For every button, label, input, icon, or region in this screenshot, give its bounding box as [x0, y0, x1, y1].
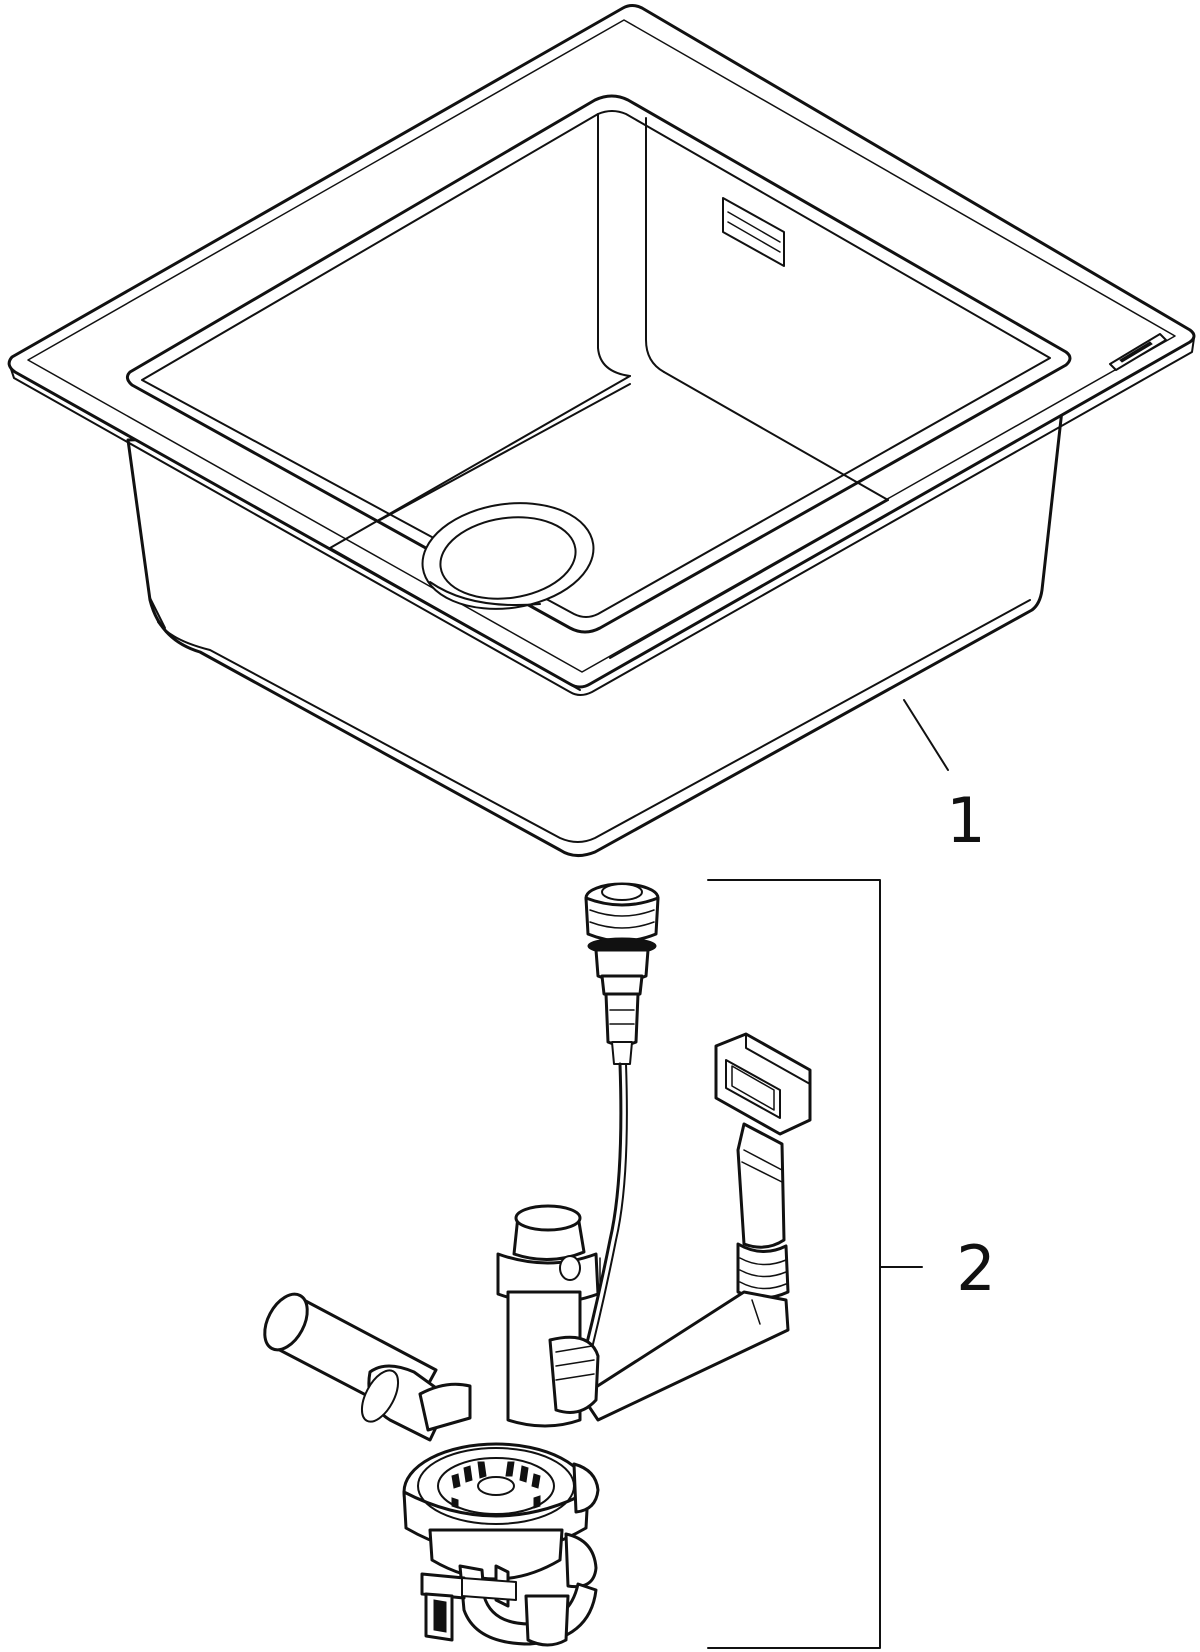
sink-rim-thickness — [9, 337, 1195, 696]
bowl-floor-right — [663, 371, 889, 501]
overflow-head — [714, 1032, 812, 1136]
callout-1-label: 1 — [946, 784, 985, 857]
overflow-hose — [580, 1290, 790, 1422]
sink-body-inner-edge — [149, 597, 166, 629]
bowl-back-left-wall — [597, 113, 631, 377]
riser-ring — [548, 1335, 600, 1414]
popup-knob — [584, 882, 660, 1065]
callout-2-bracket — [707, 879, 881, 1649]
waste-pipe-left — [263, 1292, 452, 1442]
strainer-slots — [451, 1461, 541, 1509]
bowl-floor-right-2 — [379, 383, 631, 521]
drain-kit-part — [263, 882, 812, 1647]
trap-body — [428, 1528, 598, 1647]
sink-body-bottom-edge — [157, 599, 1031, 843]
sink-logo-plate — [1109, 333, 1167, 371]
bowl-floor-front-right — [609, 499, 889, 659]
bowl-floor-front — [329, 547, 581, 691]
callout-1-leader — [903, 699, 949, 771]
bowl-rim — [125, 94, 1072, 634]
popup-cable-2 — [585, 1063, 628, 1373]
bowl-back-left-wall-2 — [645, 117, 665, 373]
overflow-hose-seam — [751, 1299, 761, 1325]
drain-clip — [420, 1572, 517, 1642]
sink-drain-hole — [421, 502, 595, 610]
sink-rim-inner-line — [27, 19, 1176, 673]
bowl-rim-inner — [141, 110, 1051, 618]
sink-part — [7, 4, 1196, 857]
popup-cable — [578, 1062, 623, 1372]
overflow-tube — [736, 1122, 790, 1300]
callout-2-label: 2 — [956, 1232, 995, 1305]
overflow-slot — [722, 197, 785, 267]
